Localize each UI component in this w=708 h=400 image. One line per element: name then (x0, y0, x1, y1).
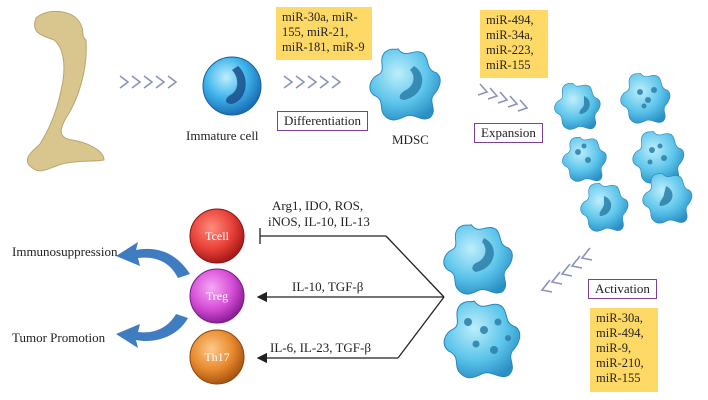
mirna-line: miR-30a, (596, 311, 643, 325)
mirna-line: miR-9, (596, 341, 632, 355)
mirna-box-activation: miR-30a, miR-494, miR-9, miR-210, miR-15… (590, 308, 658, 392)
mirna-line: miR-494, (596, 326, 644, 340)
activated-mdsc-cells (443, 224, 521, 379)
mirna-line: miR-223, (486, 43, 534, 57)
differentiation-label: Differentiation (277, 111, 369, 131)
mirna-line: miR-155 (486, 58, 531, 72)
tcell-name: Tcell (205, 229, 229, 243)
mdsc-label: MDSC (392, 132, 429, 147)
mirna-line: miR-30a, miR- (282, 10, 358, 24)
treg-name: Treg (205, 289, 229, 303)
mirna-box-differentiation: miR-30a, miR- 155, miR-21, miR-181, miR-… (276, 7, 372, 60)
chevron-arrows-1 (119, 75, 178, 89)
connector-lines (256, 228, 445, 364)
mirna-line: 155, miR-21, (282, 25, 349, 39)
tcell-factors-line2: iNOS, IL-10, IL-13 (268, 214, 370, 229)
mirna-line: miR-34a, (486, 28, 533, 42)
tcell-factors-line1: Arg1, IDO, ROS, (272, 198, 364, 213)
th17-name: Th17 (204, 350, 230, 364)
mirna-box-expansion: miR-494, miR-34a, miR-223, miR-155 (480, 10, 548, 78)
tumor-promotion-label: Tumor Promotion (12, 330, 106, 345)
chevron-arrows-3 (477, 83, 529, 112)
mirna-line: miR-494, (486, 13, 534, 27)
th17-factors: IL-6, IL-23, TGF-β (270, 340, 371, 355)
immunosuppression-label: Immunosuppression (12, 244, 118, 259)
immature-cell-label: Immature cell (186, 128, 259, 143)
mirna-line: miR-210, (596, 356, 644, 370)
expansion-label: Expansion (474, 123, 543, 143)
tcell-icon (189, 208, 245, 264)
chevron-arrows-2 (283, 75, 342, 89)
immunosuppression-arrow-icon (116, 242, 190, 278)
treg-factors: IL-10, TGF-β (292, 279, 364, 294)
mirna-line: miR-181, miR-9 (282, 40, 365, 54)
bone-icon (26, 11, 105, 172)
tumor-promotion-arrow-icon (116, 314, 188, 348)
mdsc-cell-icon (369, 48, 441, 121)
activation-label: Activation (588, 279, 657, 299)
immature-cell-icon (202, 56, 262, 116)
th17-icon (189, 329, 245, 385)
expanded-mdsc-cluster (554, 73, 693, 232)
chevron-arrows-4 (540, 247, 593, 293)
treg-icon (189, 268, 245, 324)
mirna-line: miR-155 (596, 371, 641, 385)
curved-blue-arrows (116, 242, 190, 348)
